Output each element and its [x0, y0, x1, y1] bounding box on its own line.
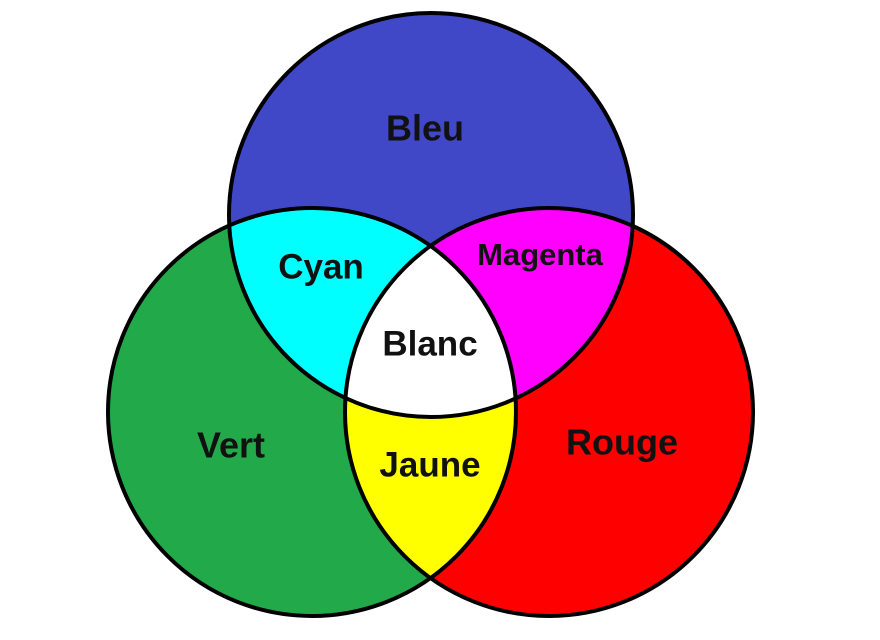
label-vert: Vert — [197, 425, 265, 466]
outline-vert — [106, 206, 518, 618]
region-blanc — [345, 208, 516, 417]
label-rouge: Rouge — [566, 422, 678, 463]
label-blanc: Blanc — [382, 324, 477, 363]
outline-rouge — [343, 206, 755, 618]
outline-bleu — [227, 11, 635, 419]
label-bleu: Bleu — [386, 108, 464, 149]
label-cyan: Cyan — [278, 247, 364, 286]
label-magenta: Magenta — [477, 237, 604, 272]
label-jaune: Jaune — [379, 445, 480, 484]
circle-outlines — [106, 11, 755, 618]
